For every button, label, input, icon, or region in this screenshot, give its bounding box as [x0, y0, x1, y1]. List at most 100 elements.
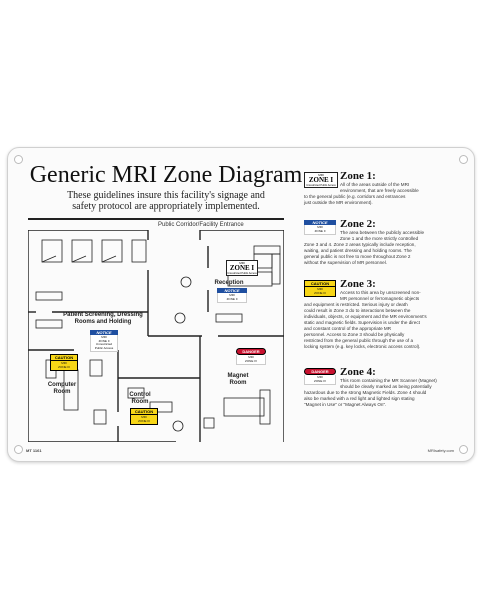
- mri-zone-sign: Generic MRI Zone Diagram These guideline…: [7, 147, 475, 462]
- patient-notice-body: MRI ZONE II Unrestricted Public Access: [90, 335, 118, 352]
- control-room-caution-sign: CAUTION MRI ZONE III: [130, 408, 158, 425]
- patient-stretchers: [35, 291, 63, 329]
- zone-2-desc-line: waiting, and patient dressing and holdin…: [304, 248, 412, 253]
- title-divider: [28, 218, 284, 220]
- zone-4-description-cont: hazardous due to the strong Magnetic Fie…: [304, 390, 468, 408]
- magnet-danger-line-1: MRI: [248, 355, 254, 359]
- room-label-control: Control Room: [124, 392, 156, 406]
- mount-hole-top-left: [14, 155, 23, 164]
- zone-3-legend-line-2: ZONE III: [314, 290, 326, 295]
- zone-2-desc-line: Zone 3 and 4. Zone 2 areas typically inc…: [304, 242, 416, 247]
- computer-label-line-1: Computer: [47, 382, 77, 388]
- room-label-reception: Reception: [214, 280, 244, 286]
- notice-header: NOTICE: [217, 288, 247, 293]
- patient-notice-header: NOTICE: [90, 330, 118, 335]
- dressing-rooms: [41, 239, 147, 263]
- zone-2-legend-sign: NOTICE MRI ZONE II: [304, 220, 336, 235]
- zone-2-name: Zone 2:: [340, 218, 376, 230]
- zone-3-legend-body: MRI ZONE III: [304, 287, 336, 297]
- zone-1-desc-line: to the general public (e.g. corridors an…: [304, 194, 406, 199]
- zone-3-desc-line: and equipment is restricted. Serious inj…: [304, 302, 408, 307]
- computer-caution-line-1: MRI: [61, 361, 67, 365]
- magnet-label-line-2: Room: [229, 380, 247, 386]
- zone-1-sign: MRI ZONE I Unrestricted Public Access: [226, 260, 258, 276]
- zone-4-desc-line: "Magnet in Use" or "Magnet Always On".: [304, 402, 387, 407]
- zone-3-description: Access to this area by unscreened non- M…: [340, 290, 468, 302]
- zone-2-legend-body: MRI ZONE II: [304, 225, 336, 235]
- zone-3-desc-line: MR personnel or ferromagnetic objects: [340, 296, 420, 301]
- patient-notice-sign: NOTICE MRI ZONE II Unrestricted Public A…: [90, 330, 118, 352]
- subtitle-line-2: safety protocol are appropriately implem…: [72, 201, 260, 212]
- computer-label-line-2: Room: [53, 389, 71, 395]
- zone-1-description-cont: to the general public (e.g. corridors an…: [304, 194, 468, 206]
- patient-notice-small: Unrestricted Public Access: [94, 342, 114, 350]
- website-label: MRIsafety.com: [427, 448, 454, 453]
- patient-label-line-2: Rooms and Holding: [74, 319, 132, 325]
- zone-3-desc-line: could result in Zone 3 do to interaction…: [304, 308, 411, 313]
- zone-4-desc-line: should be clearly marked as being potent…: [340, 384, 432, 389]
- patient-notice-line-1: MRI: [101, 335, 107, 339]
- zone-3-name: Zone 3:: [340, 278, 376, 290]
- zone-3-legend-sign: CAUTION MRI ZONE III: [304, 280, 336, 297]
- zone-3-desc-line: and constant control of the appropriate …: [304, 326, 392, 331]
- product-code: MT 1161: [26, 448, 42, 453]
- control-caution-line-1: MRI: [141, 415, 147, 419]
- room-label-magnet: Magnet Room: [218, 373, 258, 387]
- zone-3-desc-line: static and magnetic fields. Supervision …: [304, 320, 420, 325]
- subtitle-line-1: These guidelines insure this facility's …: [67, 190, 265, 201]
- computer-room-caution-sign: CAUTION MRI ZONE III: [50, 354, 78, 371]
- control-label-line-1: Control: [129, 392, 151, 398]
- zone-3-desc-line: individuals, objects, or equipment and t…: [304, 314, 427, 319]
- zone-1-legend-sign: MRI ZONE I Unrestricted Public Access: [304, 172, 338, 188]
- zone-2-desc-line: without the supervision of MR personnel.: [304, 260, 387, 265]
- zone-1-desc-line: just outside the MR environment).: [304, 200, 373, 205]
- zone-2-description-cont: Zone 3 and 4. Zone 2 areas typically inc…: [304, 242, 468, 266]
- zone-1-sign-small: Unrestricted Public Access: [227, 272, 257, 275]
- zone-4-legend-line-1: MRI: [317, 375, 323, 379]
- sign-title: Generic MRI Zone Diagram: [29, 162, 303, 188]
- zone-3-legend-header: CAUTION: [304, 280, 336, 287]
- zone-4-legend-header: DANGER: [304, 368, 336, 375]
- control-caution-body: MRI ZONE III: [130, 415, 158, 425]
- zone-4-desc-line: This room containing the MR Scanner (Mag…: [340, 378, 437, 383]
- zone-1-description: All of the areas outside of the MRI envi…: [340, 182, 468, 194]
- notice-line-1: MRI: [229, 293, 235, 297]
- zone-4-legend-body: MRI ZONE IV: [304, 375, 336, 385]
- reception-notice-sign: NOTICE MRI ZONE II: [217, 288, 247, 303]
- zone-2-legend-header: NOTICE: [304, 220, 336, 225]
- zone-3-desc-line: personnel. Access to Zone 3 should be ph…: [304, 332, 405, 337]
- zone-2-legend-line-2: ZONE II: [314, 228, 326, 233]
- computer-caution-body: MRI ZONE III: [50, 361, 78, 371]
- magnet-label-line-1: Magnet: [227, 373, 249, 379]
- zone-2-desc-line: Zone 1 and the more strictly controlled: [340, 236, 419, 241]
- magnet-room-danger-sign: DANGER MRI ZONE IV: [236, 348, 266, 365]
- magnet-danger-body: MRI ZONE IV: [236, 355, 266, 365]
- floor-plan: MRI ZONE I Unrestricted Public Access Re…: [28, 230, 284, 442]
- zone-4-legend-sign: DANGER MRI ZONE IV: [304, 368, 336, 385]
- notice-body: MRI ZONE II: [217, 293, 247, 303]
- zone-1-desc-line: All of the areas outside of the MRI: [340, 182, 410, 187]
- floor-plan-drawing: [28, 230, 284, 442]
- entrance-label: Public Corridor/Facility Entrance: [158, 222, 244, 228]
- zone-4-description: This room containing the MR Scanner (Mag…: [340, 378, 468, 390]
- magnet-danger-line-2: ZONE IV: [244, 358, 257, 363]
- zone-4-desc-line: hazardous due to the strong Magnetic Fie…: [304, 390, 427, 395]
- zone-2-legend-line-1: MRI: [317, 225, 323, 229]
- zone-4-legend-line-2: ZONE IV: [313, 378, 326, 383]
- zone-1-legend-small: Unrestricted Public Access: [306, 184, 336, 187]
- control-caution-line-2: ZONE III: [138, 418, 150, 423]
- sign-subtitle: These guidelines insure this facility's …: [26, 190, 306, 212]
- zone-3-description-cont: and equipment is restricted. Serious inj…: [304, 302, 468, 350]
- mount-hole-top-right: [459, 155, 468, 164]
- zone-3-desc-line: restricted from the general public throu…: [304, 338, 414, 343]
- mount-hole-bottom-left: [14, 445, 23, 454]
- room-label-computer: Computer Room: [44, 382, 80, 396]
- zone-1-legend-top: MRI: [318, 173, 324, 177]
- control-caution-header: CAUTION: [130, 408, 158, 415]
- zone-4-desc-line: also be marked with a red light and ligh…: [304, 396, 415, 401]
- zone-1-name: Zone 1:: [340, 170, 376, 182]
- mri-scanner: [203, 389, 271, 429]
- zone-2-desc-line: general public is not free to move throu…: [304, 254, 411, 259]
- patient-label-line-1: Patient Screening, Dressing: [63, 312, 143, 318]
- zone-3-desc-line: locking system (e.g. key locks, electron…: [304, 344, 421, 349]
